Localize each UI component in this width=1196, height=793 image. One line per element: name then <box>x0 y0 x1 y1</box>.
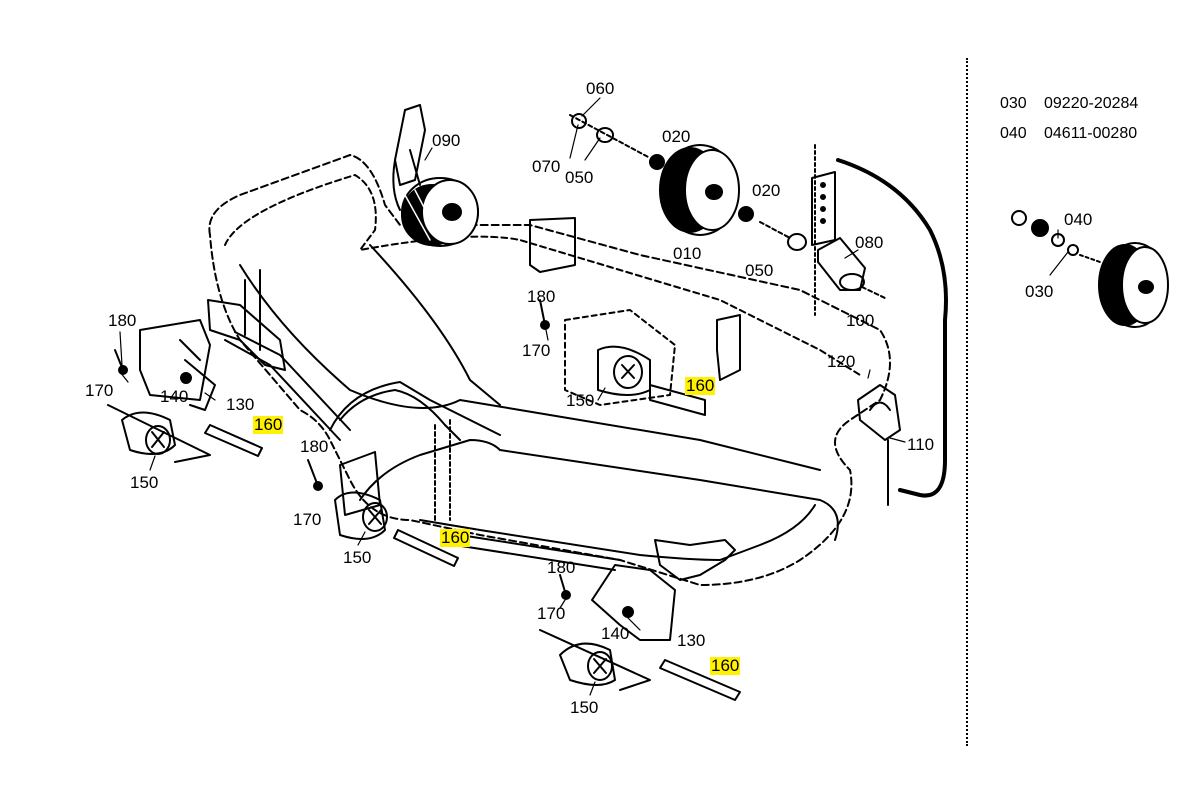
callout-050: 050 <box>745 261 774 280</box>
callout-040: 040 <box>1064 210 1093 229</box>
callout-020: 020 <box>752 181 781 200</box>
callout-140: 140 <box>160 387 189 406</box>
callout-150: 150 <box>566 391 595 410</box>
gauge-wheel-front-right <box>539 564 741 701</box>
gauge-wheel-left-front <box>307 451 459 567</box>
legend-row-040: 040 04611-00280 <box>1000 125 1137 143</box>
deck-support-arms <box>207 217 901 581</box>
callout-180: 180 <box>547 558 576 577</box>
gauge-wheel-center <box>539 299 706 416</box>
drive-pulley-010 <box>569 113 807 251</box>
callout-050: 050 <box>565 168 594 187</box>
inset-pulley-detail <box>1011 210 1169 328</box>
leader-lines <box>119 97 1069 696</box>
callout-150: 150 <box>130 473 159 492</box>
callout-150: 150 <box>570 698 599 717</box>
callout-170: 170 <box>85 381 114 400</box>
mower-deck-body <box>208 154 891 586</box>
callout-110: 110 <box>907 435 935 454</box>
legend-code: 030 <box>1000 95 1027 112</box>
callout-150: 150 <box>343 548 372 567</box>
callout-160: 160 <box>710 656 741 675</box>
callout-160: 160 <box>440 528 471 547</box>
panel-divider <box>966 58 968 746</box>
legend-code: 040 <box>1000 125 1027 142</box>
callout-140: 140 <box>601 624 630 643</box>
idler-pulley-090 <box>392 104 479 247</box>
callout-180: 180 <box>527 287 556 306</box>
legend-row-030: 030 09220-20284 <box>1000 95 1138 113</box>
callout-130: 130 <box>677 631 706 650</box>
drive-belt <box>836 158 948 498</box>
callout-180: 180 <box>108 311 137 330</box>
callout-160: 160 <box>253 415 284 434</box>
callout-020: 020 <box>662 127 691 146</box>
callout-130: 130 <box>226 395 255 414</box>
callout-180: 180 <box>300 437 329 456</box>
callout-170: 170 <box>293 510 322 529</box>
callout-070: 070 <box>532 157 561 176</box>
gauge-wheel-left-rear <box>107 319 263 463</box>
legend-part-number: 04611-00280 <box>1044 125 1138 142</box>
callout-060: 060 <box>586 79 615 98</box>
callout-160: 160 <box>685 376 716 395</box>
legend-part-number: 09220-20284 <box>1044 95 1139 112</box>
callout-080: 080 <box>855 233 884 252</box>
callout-170: 170 <box>522 341 551 360</box>
callout-030: 030 <box>1025 282 1054 301</box>
spindle-bracket-080 <box>811 144 886 316</box>
callout-090: 090 <box>432 131 461 150</box>
callout-010: 010 <box>673 244 702 263</box>
callout-120: 120 <box>827 352 856 371</box>
callout-170: 170 <box>537 604 566 623</box>
callout-100: 100 <box>846 311 875 330</box>
